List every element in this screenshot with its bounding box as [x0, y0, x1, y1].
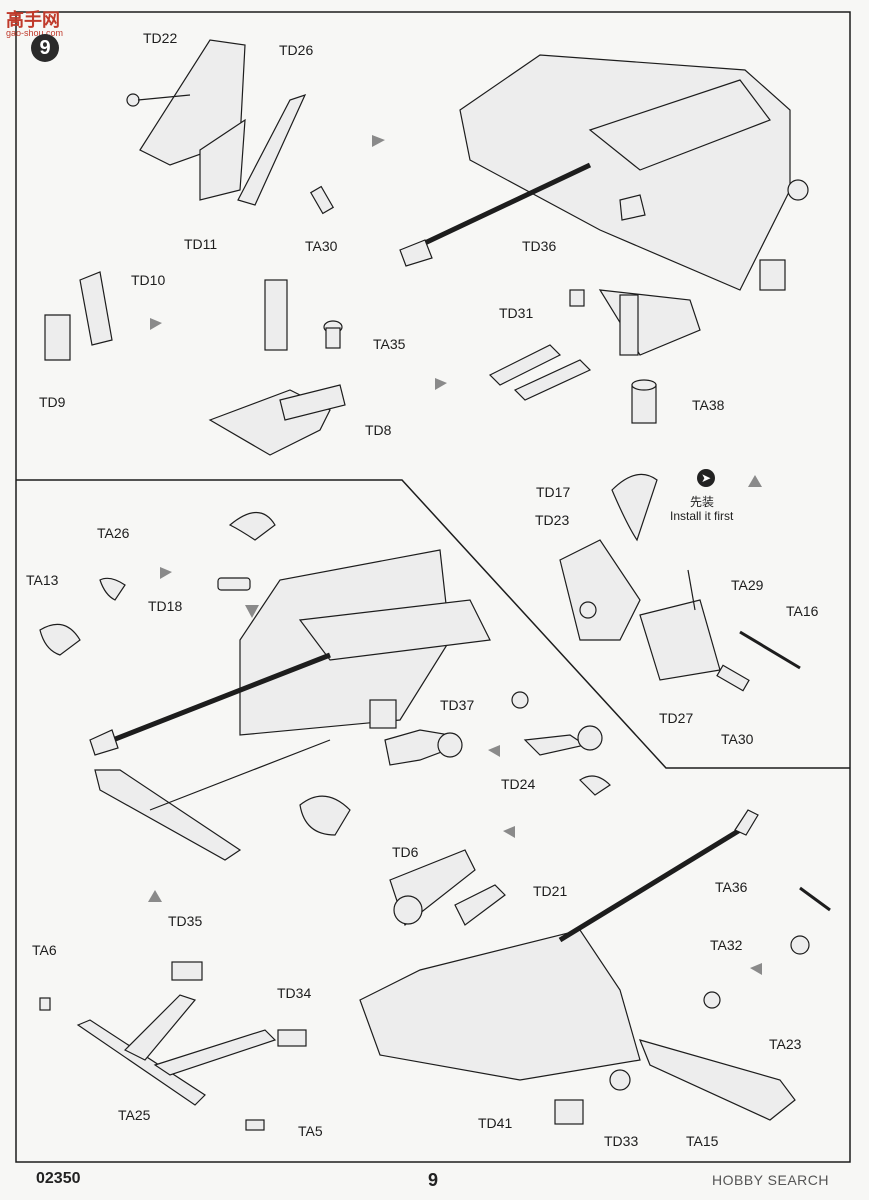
direction-arrows — [148, 135, 762, 975]
page-number: 9 — [428, 1170, 439, 1190]
trail-legs — [39, 961, 307, 1131]
install-first-icon: ➤ — [697, 469, 715, 487]
part-label-td18: TD18 — [148, 598, 183, 614]
part-label-td35: TD35 — [168, 913, 203, 929]
part-label-ta15: TA15 — [686, 1133, 719, 1149]
part-label-ta25: TA25 — [118, 1107, 151, 1123]
part-label-td27: TD27 — [659, 710, 694, 726]
part-label-ta26: TA26 — [97, 525, 130, 541]
part-label-ta35: TA35 — [373, 336, 406, 352]
part-label-td31: TD31 — [499, 305, 534, 321]
part-label-ta30b: TA30 — [721, 731, 754, 747]
product-code: 02350 — [36, 1170, 81, 1187]
part-label-td34: TD34 — [277, 985, 312, 1001]
mount-parts-middle-right — [488, 289, 701, 424]
part-label-ta5: TA5 — [298, 1123, 323, 1139]
page-frame — [15, 11, 851, 1163]
part-label-td6: TD6 — [392, 844, 419, 860]
site-watermark-url: gao-shou.com — [6, 28, 64, 38]
part-label-td24: TD24 — [501, 776, 536, 792]
trail-bracket-parts — [559, 473, 801, 692]
part-label-td11: TD11 — [184, 236, 218, 252]
part-label-td10: TD10 — [131, 272, 166, 288]
footer-watermark: HOBBY SEARCH — [712, 1172, 829, 1188]
part-label-ta16: TA16 — [786, 603, 819, 619]
gun-assembly-top — [399, 54, 809, 291]
part-label-ta32: TA32 — [710, 937, 743, 953]
part-label-ta13: TA13 — [26, 572, 59, 588]
part-label-td21: TD21 — [533, 883, 568, 899]
part-label-ta29: TA29 — [731, 577, 764, 593]
part-label-td8: TD8 — [365, 422, 392, 438]
part-label-td23: TD23 — [535, 512, 570, 528]
part-label-ta36: TA36 — [715, 879, 748, 895]
part-label-td36: TD36 — [522, 238, 557, 254]
part-label-td22: TD22 — [143, 30, 178, 46]
part-label-ta23: TA23 — [769, 1036, 802, 1052]
part-label-td9: TD9 — [39, 394, 66, 410]
section-divider — [16, 479, 850, 769]
step-number-badge: 9 — [31, 34, 59, 62]
site-watermark: 高手网 — [6, 10, 60, 31]
part-label-td37: TD37 — [440, 697, 475, 713]
part-label-ta30: TA30 — [305, 238, 338, 254]
gun-assembly-bottom — [359, 809, 831, 1125]
part-label-td17: TD17 — [536, 484, 571, 500]
part-label-td41: TD41 — [478, 1115, 513, 1131]
part-label-ta6: TA6 — [32, 942, 57, 958]
elevation-parts — [39, 511, 611, 836]
install-note-en: Install it first — [670, 509, 734, 523]
frame-assembly-left — [126, 39, 335, 215]
part-label-td33: TD33 — [604, 1133, 639, 1149]
gun-assembly-middle — [89, 549, 491, 861]
part-label-td26: TD26 — [279, 42, 314, 58]
part-label-ta38: TA38 — [692, 397, 725, 413]
mount-parts-middle — [44, 271, 346, 456]
install-note-zh: 先装 — [690, 495, 715, 509]
